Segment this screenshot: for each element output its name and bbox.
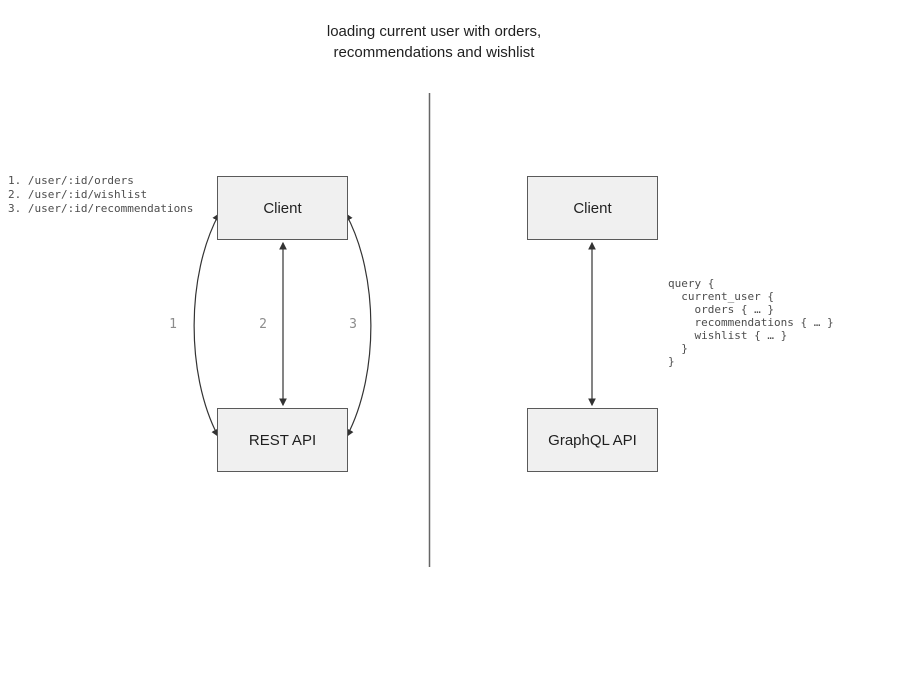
- query-line: recommendations { … }: [668, 316, 834, 329]
- query-line: query {: [668, 277, 715, 290]
- query-line: }: [668, 342, 688, 355]
- diagram-title-line1: loading current user with orders,: [326, 23, 542, 40]
- client-node-graphql-label: Client: [573, 199, 612, 217]
- query-line: orders { … }: [668, 303, 774, 316]
- rest-api-node: REST API: [217, 408, 348, 472]
- arrow-3-curve: [345, 212, 372, 438]
- endpoint-wishlist: 2. /user/:id/wishlist: [8, 188, 148, 201]
- arrow-label-1: 1: [169, 317, 177, 332]
- rest-api-node-label: REST API: [248, 431, 317, 449]
- rest-endpoint-list: 1. /user/:id/orders 2. /user/:id/wishlis…: [8, 174, 193, 216]
- client-node-rest-label: Client: [263, 199, 302, 217]
- arrow-label-3: 3: [349, 317, 357, 332]
- graphql-api-node: GraphQL API: [527, 408, 658, 472]
- arrow-label-2: 2: [259, 317, 267, 332]
- endpoint-recommendations: 3. /user/:id/recommendations: [8, 202, 194, 215]
- client-node-rest: Client: [217, 176, 348, 240]
- diagram-title: loading current user with orders, recomm…: [0, 21, 868, 63]
- client-node-graphql: Client: [527, 176, 658, 240]
- endpoint-orders: 1. /user/:id/orders: [8, 174, 134, 187]
- query-line: current_user {: [668, 290, 774, 303]
- query-line: wishlist { … }: [668, 329, 788, 342]
- diagram-title-line2: recommendations and wishlist: [333, 44, 535, 61]
- graphql-api-node-label: GraphQL API: [548, 431, 637, 449]
- query-line: }: [668, 355, 675, 368]
- graphql-query-snippet: query { current_user { orders { … } reco…: [668, 277, 834, 368]
- arrow-1-curve: [193, 212, 220, 438]
